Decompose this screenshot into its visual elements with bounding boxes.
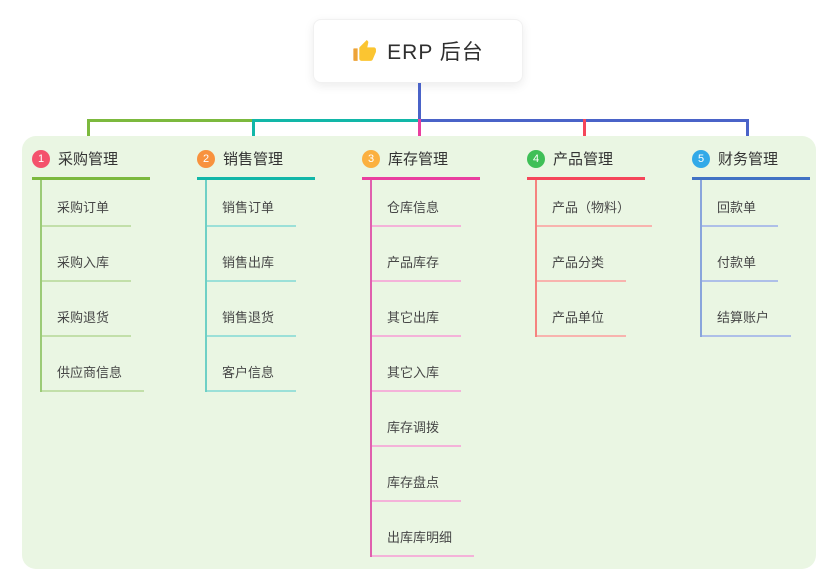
- branch-children: 仓库信息 产品库存 其它出库 其它入库 库存调拨 库存盘点 出库库明细: [370, 180, 480, 557]
- branch-drop-line-1: [87, 119, 90, 146]
- branch-node[interactable]: 5 财务管理: [692, 148, 810, 180]
- child-node-row: 采购退货: [42, 282, 150, 337]
- branch-node[interactable]: 1 采购管理: [32, 148, 150, 180]
- branch-column: 1 采购管理 采购订单 采购入库 采购退货 供应商信息: [32, 148, 150, 392]
- branch-node[interactable]: 4 产品管理: [527, 148, 645, 180]
- branch-drop-line-2: [252, 119, 255, 146]
- child-node[interactable]: 产品分类: [537, 252, 627, 282]
- root-connector-line: [418, 83, 421, 120]
- bus-segment-2: [253, 119, 419, 122]
- child-node[interactable]: 销售订单: [207, 197, 297, 227]
- branch-drop-line-4: [583, 119, 586, 146]
- child-node[interactable]: 库存盘点: [372, 472, 462, 502]
- branch-children: 销售订单 销售出库 销售退货 客户信息: [205, 180, 315, 392]
- child-node[interactable]: 回款单: [702, 197, 779, 227]
- branch-number-badge: 4: [527, 149, 545, 168]
- root-node-erp[interactable]: ERP 后台: [313, 19, 523, 83]
- child-node-row: 产品分类: [537, 227, 652, 282]
- branch-label: 采购管理: [58, 151, 119, 168]
- child-node[interactable]: 销售退货: [207, 307, 297, 337]
- branch-label: 产品管理: [553, 151, 614, 168]
- child-node[interactable]: 产品单位: [537, 307, 627, 337]
- branch-column: 5 财务管理 回款单 付款单 结算账户: [692, 148, 810, 337]
- child-node[interactable]: 供应商信息: [42, 362, 145, 392]
- branch-column: 4 产品管理 产品（物料） 产品分类 产品单位: [527, 148, 653, 337]
- branch-node[interactable]: 2 销售管理: [197, 148, 315, 180]
- child-node[interactable]: 产品（物料）: [537, 197, 653, 227]
- branch-label: 财务管理: [718, 151, 779, 168]
- child-node-row: 供应商信息: [42, 337, 150, 392]
- child-node[interactable]: 结算账户: [702, 307, 792, 337]
- branch-label: 销售管理: [223, 151, 284, 168]
- child-node-row: 产品（物料）: [537, 180, 653, 227]
- branch-number-badge: 1: [32, 149, 50, 168]
- child-node-row: 结算账户: [702, 282, 810, 337]
- child-node-row: 库存盘点: [372, 447, 480, 502]
- bus-segment-1: [87, 119, 253, 122]
- child-node-row: 库存调拨: [372, 392, 480, 447]
- child-node-row: 回款单: [702, 180, 810, 227]
- child-node-row: 采购订单: [42, 180, 150, 227]
- child-node-row: 出库库明细: [372, 502, 480, 557]
- child-node-row: 销售退货: [207, 282, 315, 337]
- child-node-row: 客户信息: [207, 337, 315, 392]
- child-node[interactable]: 其它出库: [372, 307, 462, 337]
- branch-column: 3 库存管理 仓库信息 产品库存 其它出库 其它入库 库存调拨 库存盘点 出库库…: [362, 148, 480, 557]
- child-node-row: 仓库信息: [372, 180, 480, 227]
- child-node[interactable]: 产品库存: [372, 252, 462, 282]
- child-node-row: 销售出库: [207, 227, 315, 282]
- branch-label: 库存管理: [388, 151, 449, 168]
- child-node-row: 产品库存: [372, 227, 480, 282]
- branch-number-badge: 5: [692, 149, 710, 168]
- branches-panel: [22, 136, 816, 569]
- child-node-row: 销售订单: [207, 180, 315, 227]
- child-node[interactable]: 采购订单: [42, 197, 132, 227]
- root-node-label: ERP 后台: [387, 41, 484, 64]
- child-node[interactable]: 付款单: [702, 252, 779, 282]
- child-node[interactable]: 库存调拨: [372, 417, 462, 447]
- branch-node[interactable]: 3 库存管理: [362, 148, 480, 180]
- child-node[interactable]: 客户信息: [207, 362, 297, 392]
- child-node-row: 其它出库: [372, 282, 480, 337]
- branch-children: 采购订单 采购入库 采购退货 供应商信息: [40, 180, 150, 392]
- child-node[interactable]: 出库库明细: [372, 527, 475, 557]
- branch-column: 2 销售管理 销售订单 销售出库 销售退货 客户信息: [197, 148, 315, 392]
- child-node-row: 其它入库: [372, 337, 480, 392]
- branch-number-badge: 2: [197, 149, 215, 168]
- child-node[interactable]: 其它入库: [372, 362, 462, 392]
- child-node-row: 产品单位: [537, 282, 652, 337]
- branch-children: 回款单 付款单 结算账户: [700, 180, 810, 337]
- thumbs-up-icon: [352, 39, 377, 64]
- child-node[interactable]: 采购入库: [42, 252, 132, 282]
- child-node[interactable]: 销售出库: [207, 252, 297, 282]
- branch-number-badge: 3: [362, 149, 380, 168]
- branch-children: 产品（物料） 产品分类 产品单位: [535, 180, 653, 337]
- branch-drop-line-3: [418, 119, 421, 146]
- branch-drop-line-5: [746, 119, 749, 146]
- child-node[interactable]: 采购退货: [42, 307, 132, 337]
- child-node-row: 采购入库: [42, 227, 150, 282]
- child-node-row: 付款单: [702, 227, 810, 282]
- child-node[interactable]: 仓库信息: [372, 197, 462, 227]
